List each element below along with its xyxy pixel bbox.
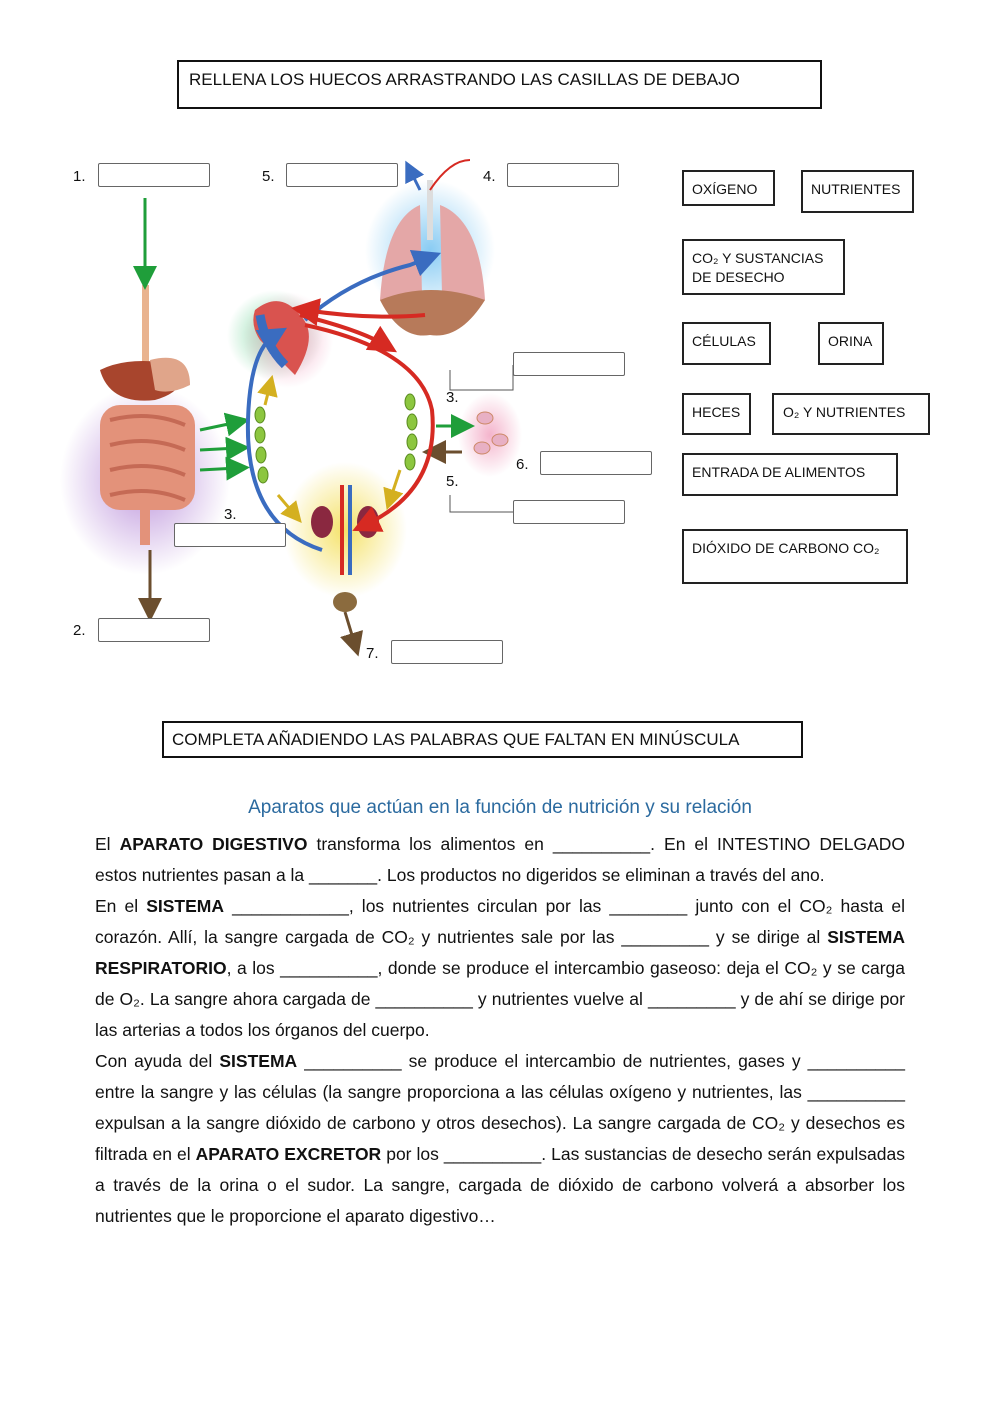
drop-slot-6[interactable] [540, 451, 652, 475]
bold-term-excretor: APARATO EXCRETOR [196, 1144, 382, 1164]
drop-slot-2[interactable] [98, 618, 210, 642]
drop-slot-5-right[interactable] [513, 500, 625, 524]
tile-dioxido-carbono[interactable]: DIÓXIDO DE CARBONO CO₂ [682, 529, 908, 584]
instruction-complete-text: COMPLETA AÑADIENDO LAS PALABRAS QUE FALT… [172, 730, 739, 749]
paragraph-digestive: El APARATO DIGESTIVO transforma los alim… [95, 829, 905, 891]
drop-slot-7[interactable] [391, 640, 503, 664]
tile-o2-nutrientes[interactable]: O₂ Y NUTRIENTES [772, 393, 930, 435]
tile-heces[interactable]: HECES [682, 393, 751, 435]
tile-co2-desecho[interactable]: CO₂ Y SUSTANCIAS DE DESECHO [682, 239, 845, 295]
instruction-box-drag: RELLENA LOS HUECOS ARRASTRANDO LAS CASIL… [177, 60, 822, 109]
label-number-3-left: 3. [224, 506, 237, 523]
label-number-4: 4. [483, 168, 496, 185]
instruction-drag-text: RELLENA LOS HUECOS ARRASTRANDO LAS CASIL… [189, 70, 740, 89]
kidneys-illustration [283, 462, 407, 612]
bold-term-sistema: SISTEMA [219, 1051, 297, 1071]
label-number-3-right: 3. [446, 389, 459, 406]
fill-in-text: El APARATO DIGESTIVO transforma los alim… [95, 829, 905, 1232]
drop-slot-1[interactable] [98, 163, 210, 187]
drop-slot-4[interactable] [507, 163, 619, 187]
text-span: En el [95, 896, 146, 916]
drop-slot-3-right[interactable] [513, 352, 625, 376]
section-heading: Aparatos que actúan en la función de nut… [0, 797, 1000, 819]
label-number-6: 6. [516, 456, 529, 473]
drop-slot-3-left[interactable] [174, 523, 286, 547]
paragraph-exchange: Con ayuda del SISTEMA __________ se prod… [95, 1046, 905, 1232]
label-number-2: 2. [73, 622, 86, 639]
text-span: Con ayuda del [95, 1051, 219, 1071]
bold-term-sistema: SISTEMA [146, 896, 224, 916]
label-number-1: 1. [73, 168, 86, 185]
cells-illustration [458, 393, 522, 477]
tile-entrada-alimentos[interactable]: ENTRADA DE ALIMENTOS [682, 453, 898, 496]
label-number-7: 7. [366, 645, 379, 662]
tile-orina[interactable]: ORINA [818, 322, 884, 365]
label-number-5-right: 5. [446, 473, 459, 490]
instruction-box-complete: COMPLETA AÑADIENDO LAS PALABRAS QUE FALT… [162, 721, 803, 758]
tile-nutrientes[interactable]: NUTRIENTES [801, 170, 914, 213]
bold-term-digestive: APARATO DIGESTIVO [120, 834, 308, 854]
lungs-illustration [365, 180, 495, 336]
nutrition-diagram [60, 150, 670, 670]
tile-celulas[interactable]: CÉLULAS [682, 322, 771, 365]
label-number-5-top: 5. [262, 168, 275, 185]
text-span: El [95, 834, 120, 854]
paragraph-circulatory: En el SISTEMA ____________, los nutrient… [95, 891, 905, 1046]
heart-illustration [227, 290, 333, 388]
drop-slot-5-top[interactable] [286, 163, 398, 187]
tile-oxigeno[interactable]: OXÍGENO [682, 170, 775, 206]
